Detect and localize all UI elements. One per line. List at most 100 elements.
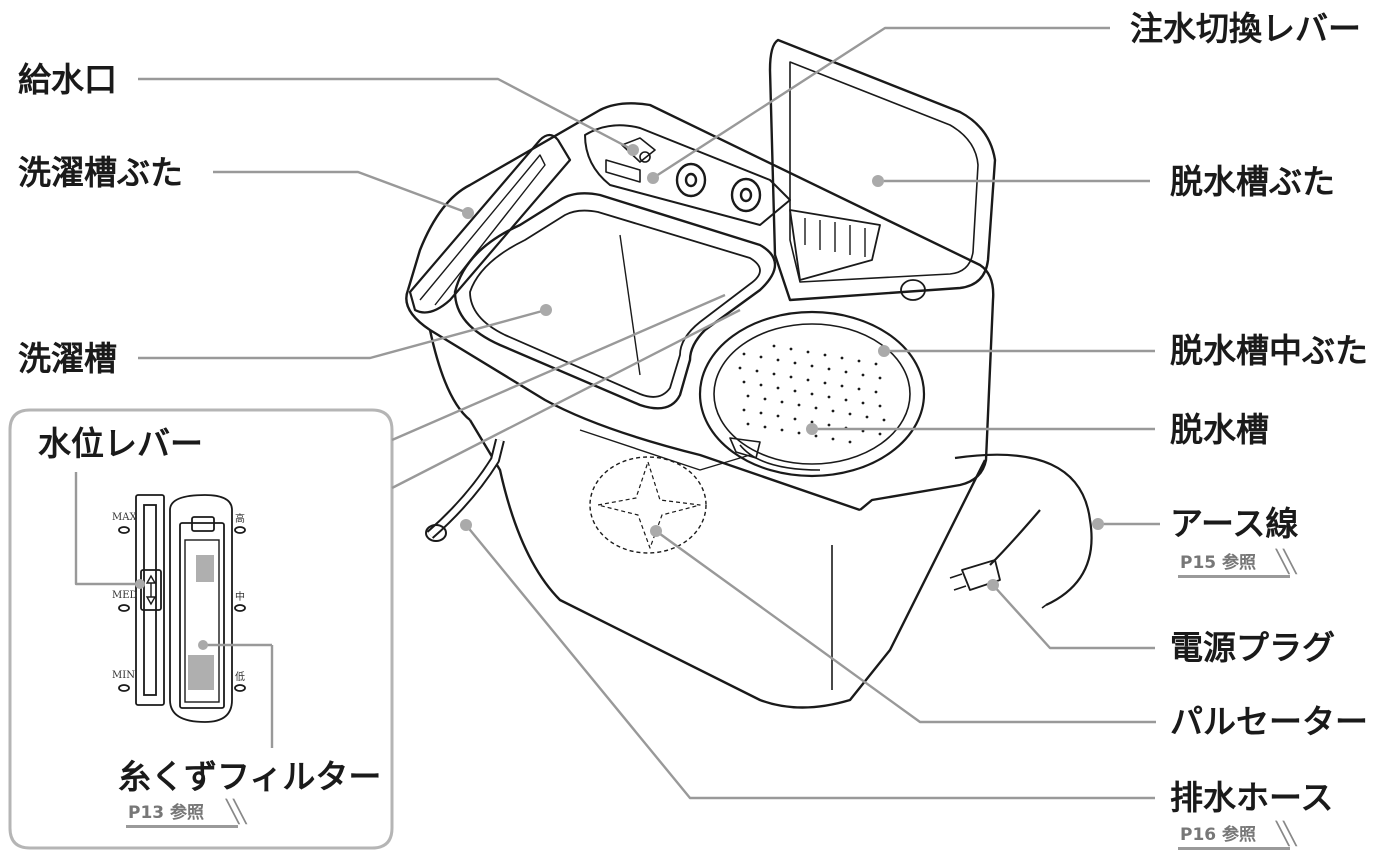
perforation-dot xyxy=(806,350,810,354)
perforation-dot xyxy=(844,398,848,402)
label-spin-tub: 脱水槽 xyxy=(1170,410,1269,449)
perforation-dot xyxy=(780,428,784,432)
leader-wash-lid xyxy=(213,170,469,215)
slash-decor: ╲╲ xyxy=(1276,550,1296,575)
perforation-dot xyxy=(742,352,746,356)
label-wash-lid: 洗濯槽ぶた xyxy=(18,153,183,192)
perforation-dot xyxy=(772,344,776,348)
perforation-dot xyxy=(874,390,878,394)
label-ground-wire: アース線 xyxy=(1170,504,1299,543)
perforation-dot xyxy=(861,373,865,377)
perforation-dot xyxy=(861,401,865,405)
perforation-dot xyxy=(759,355,763,359)
perforation-dot xyxy=(755,369,759,373)
ref-underline xyxy=(126,825,238,828)
perforation-dot xyxy=(797,431,801,435)
perforation-dot xyxy=(810,364,814,368)
perforation-dot xyxy=(742,380,746,384)
leader-power-plug xyxy=(992,584,1155,650)
lever-detail xyxy=(118,494,246,723)
label-spin-inner-lid: 脱水槽中ぶた xyxy=(1170,331,1368,370)
perforation-dot xyxy=(814,434,818,438)
leader-endpoints xyxy=(135,144,1104,650)
scale-mid: 中 xyxy=(235,592,245,603)
perforation-dot xyxy=(831,409,835,413)
perforation-dot xyxy=(789,347,793,351)
perforation-dot xyxy=(806,378,810,382)
label-wash-tub: 洗濯槽 xyxy=(18,339,117,378)
perforation-dot xyxy=(780,400,784,404)
perforation-dot xyxy=(827,367,831,371)
perforation-dot xyxy=(793,417,797,421)
spin-tub-holes xyxy=(738,344,886,444)
label-drain-hose: 排水ホース xyxy=(1170,778,1334,817)
perforation-dot xyxy=(823,381,827,385)
perforation-dot xyxy=(763,425,767,429)
label-water-level-lever: 水位レバー xyxy=(38,424,203,463)
scale-low: 低 xyxy=(235,672,245,683)
leader-wash-tub xyxy=(138,308,547,360)
perforation-dot xyxy=(810,392,814,396)
perforation-dot xyxy=(874,362,878,366)
label-lint-filter: 糸くずフィルター xyxy=(118,757,382,796)
perforation-dot xyxy=(746,422,750,426)
ref-underline xyxy=(1178,847,1290,850)
scale-med: MED xyxy=(112,590,138,601)
perforation-dot xyxy=(827,395,831,399)
machine-body xyxy=(405,38,1093,709)
perforation-dot xyxy=(857,387,861,391)
perforation-dot xyxy=(746,394,750,398)
inset-panel xyxy=(8,408,394,850)
ref-underline xyxy=(1178,575,1290,578)
ref-ground-wire-text: P15 参照 xyxy=(1180,553,1257,573)
perforation-dot xyxy=(810,420,814,424)
perforation-dot xyxy=(882,418,886,422)
leader-lines xyxy=(74,26,1160,800)
perforation-dot xyxy=(789,375,793,379)
perforation-dot xyxy=(776,386,780,390)
ref-lint-filter: P13 参照 ╲╲ xyxy=(126,802,246,828)
ref-lint-filter-text: P13 参照 xyxy=(128,803,205,823)
leader-pulsator xyxy=(655,530,1156,724)
perforation-dot xyxy=(840,356,844,360)
label-pulsator: パルセーター xyxy=(1170,702,1368,741)
leader-water-inlet xyxy=(138,77,634,152)
ref-drain-hose: P16 参照 ╲╲ xyxy=(1178,824,1296,850)
perforation-dot xyxy=(831,437,835,441)
perforation-dot xyxy=(827,423,831,427)
scale-high: 高 xyxy=(235,514,245,525)
label-switch-lever: 注水切換レバー xyxy=(1130,9,1361,48)
perforation-dot xyxy=(797,403,801,407)
scale-min: MIN xyxy=(112,670,135,681)
perforation-dot xyxy=(823,353,827,357)
perforation-dot xyxy=(763,397,767,401)
perforation-dot xyxy=(878,376,882,380)
perforation-dot xyxy=(840,384,844,388)
leader-lint xyxy=(74,472,140,586)
perforation-dot xyxy=(844,370,848,374)
perforation-dot xyxy=(772,372,776,376)
perforation-dot xyxy=(738,366,742,370)
perforation-dot xyxy=(814,406,818,410)
slash-decor: ╲╲ xyxy=(226,800,246,825)
leader-switch-lever xyxy=(652,26,1110,180)
ref-drain-hose-text: P16 参照 xyxy=(1180,825,1257,845)
leader-drain-hose xyxy=(465,524,1155,800)
perforation-dot xyxy=(776,414,780,418)
perforation-dot xyxy=(793,361,797,365)
leader-water-level-2 xyxy=(391,308,741,490)
perforation-dot xyxy=(759,411,763,415)
leader-water-level xyxy=(391,293,726,442)
perforation-dot xyxy=(865,415,869,419)
label-spin-lid: 脱水槽ぶた xyxy=(1170,162,1335,201)
slash-decor: ╲╲ xyxy=(1276,822,1296,847)
perforation-dot xyxy=(878,404,882,408)
perforation-dot xyxy=(793,389,797,393)
perforation-dot xyxy=(776,358,780,362)
perforation-dot xyxy=(878,432,882,436)
ref-ground-wire: P15 参照 ╲╲ xyxy=(1178,552,1296,578)
perforation-dot xyxy=(742,408,746,412)
perforation-dot xyxy=(848,412,852,416)
